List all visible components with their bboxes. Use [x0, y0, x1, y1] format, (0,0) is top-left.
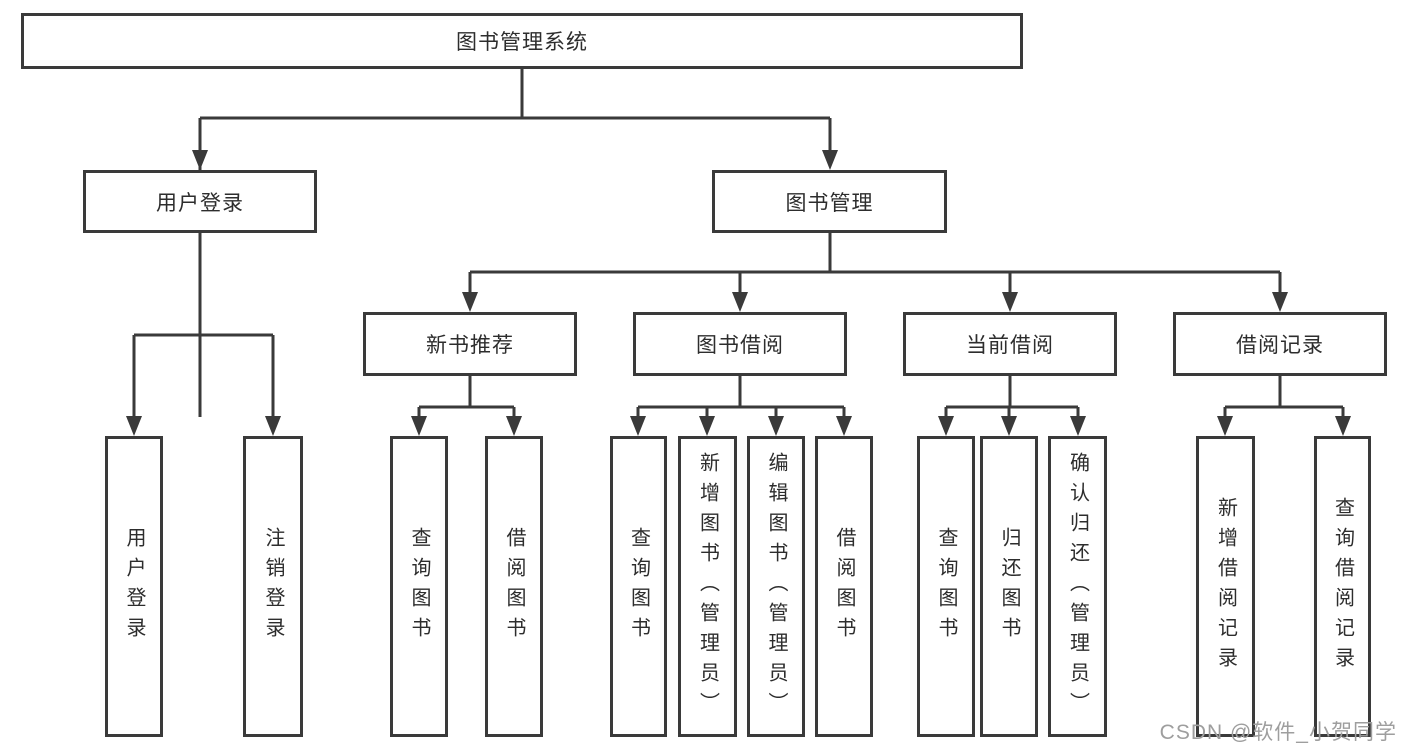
leaf-label: 查询借阅记录: [1331, 496, 1354, 677]
node-user-login-label: 用户登录: [156, 191, 244, 215]
arrowhead: [411, 416, 427, 436]
arrowhead: [836, 416, 852, 436]
leaf-borrow-books-2: 借阅图书: [815, 436, 873, 737]
leaf-label: 归还图书: [998, 526, 1020, 647]
node-root: 图书管理系统: [21, 13, 1023, 69]
edge-records-children: [1223, 376, 1345, 416]
arrowhead: [1272, 292, 1288, 312]
arrowhead: [506, 416, 522, 436]
arrowhead: [768, 416, 784, 436]
leaf-label: 用户登录: [123, 526, 145, 647]
arrowhead: [1070, 416, 1086, 436]
node-book-borrow-label: 图书借阅: [696, 334, 784, 357]
leaf-label: 查询图书: [408, 526, 430, 647]
edge-current-children: [944, 376, 1080, 416]
edge-bookmgmt-children: [468, 233, 1282, 292]
edge-userlogin-children: [132, 233, 275, 416]
arrowhead: [732, 292, 748, 312]
edge-newbook-children: [417, 376, 516, 416]
arrowhead: [1217, 416, 1233, 436]
leaf-label: 注销登录: [262, 526, 284, 647]
node-user-login: 用户登录: [83, 170, 317, 233]
arrowhead: [192, 150, 208, 170]
leaf-label: 确认归还（管理员）: [1066, 451, 1089, 722]
leaf-edit-books-admin: 编辑图书（管理员）: [747, 436, 805, 737]
arrowhead: [1002, 292, 1018, 312]
leaf-search-borrow-record: 查询借阅记录: [1314, 436, 1371, 737]
node-current-borrow: 当前借阅: [903, 312, 1117, 376]
arrowhead: [1001, 416, 1017, 436]
node-current-borrow-label: 当前借阅: [966, 334, 1054, 357]
arrowhead: [265, 416, 281, 436]
leaf-label: 新增图书（管理员）: [696, 451, 719, 722]
leaf-return-books: 归还图书: [980, 436, 1038, 737]
csdn-watermark: CSDN @软件_小贺同学: [1159, 721, 1397, 744]
node-borrow-records-label: 借阅记录: [1236, 334, 1324, 357]
node-borrow-records: 借阅记录: [1173, 312, 1387, 376]
leaf-add-books-admin: 新增图书（管理员）: [678, 436, 737, 737]
arrowhead: [822, 150, 838, 170]
arrowhead: [938, 416, 954, 436]
leaf-add-borrow-record: 新增借阅记录: [1196, 436, 1255, 737]
leaf-confirm-return-admin: 确认归还（管理员）: [1048, 436, 1107, 737]
arrowhead: [1335, 416, 1351, 436]
leaf-label: 借阅图书: [833, 526, 855, 647]
node-book-borrow: 图书借阅: [633, 312, 847, 376]
node-root-label: 图书管理系统: [456, 31, 588, 54]
leaf-borrow-books-1: 借阅图书: [485, 436, 543, 737]
edge-root-to-level2: [198, 69, 832, 417]
leaf-search-books-1: 查询图书: [390, 436, 448, 737]
leaf-label: 编辑图书（管理员）: [765, 451, 787, 722]
node-book-management-label: 图书管理: [785, 191, 874, 215]
node-new-book-recommend: 新书推荐: [363, 312, 577, 376]
leaf-search-books-2: 查询图书: [610, 436, 667, 737]
arrowhead: [630, 416, 646, 436]
node-book-management: 图书管理: [712, 170, 947, 233]
leaf-user-login: 用户登录: [105, 436, 163, 737]
leaf-label: 借阅图书: [503, 526, 525, 647]
arrowhead: [126, 416, 142, 436]
leaf-logout: 注销登录: [243, 436, 303, 737]
leaf-label: 新增借阅记录: [1214, 496, 1237, 677]
leaf-label: 查询图书: [627, 526, 650, 647]
leaf-label: 查询图书: [935, 526, 957, 647]
arrowhead: [462, 292, 478, 312]
node-new-book-recommend-label: 新书推荐: [426, 334, 514, 357]
leaf-search-books-3: 查询图书: [917, 436, 975, 737]
edge-borrow-children: [636, 376, 846, 416]
arrowhead: [699, 416, 715, 436]
